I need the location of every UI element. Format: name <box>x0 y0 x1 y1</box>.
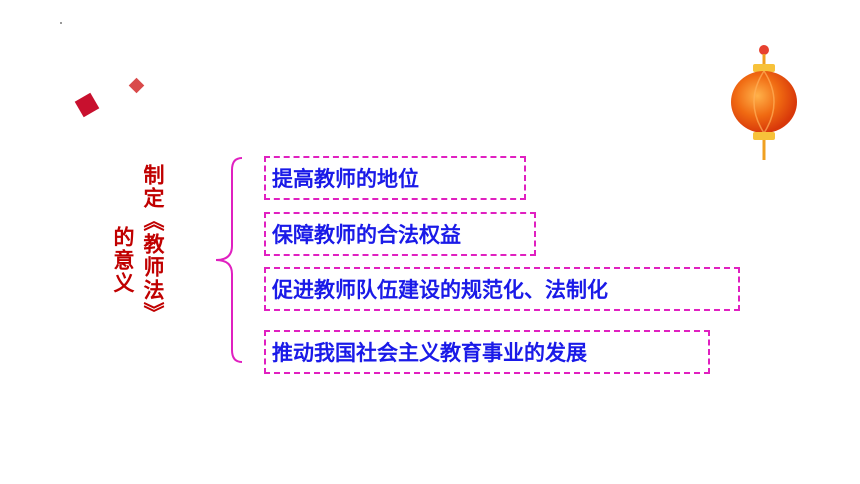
red-diamond-icon <box>128 77 145 94</box>
list-item: 推动我国社会主义教育事业的发展 <box>264 330 710 374</box>
lantern-icon <box>731 45 797 160</box>
title-column-1: 制定《教师法》 <box>141 164 165 325</box>
list-item: 促进教师队伍建设的规范化、法制化 <box>264 267 740 311</box>
red-diamond-icon <box>74 92 100 118</box>
title-column-2: 的意义 <box>111 226 135 295</box>
decor-dot <box>60 22 62 24</box>
list-item: 保障教师的合法权益 <box>264 212 536 256</box>
curly-brace <box>215 157 243 363</box>
list-item: 提高教师的地位 <box>264 156 526 200</box>
